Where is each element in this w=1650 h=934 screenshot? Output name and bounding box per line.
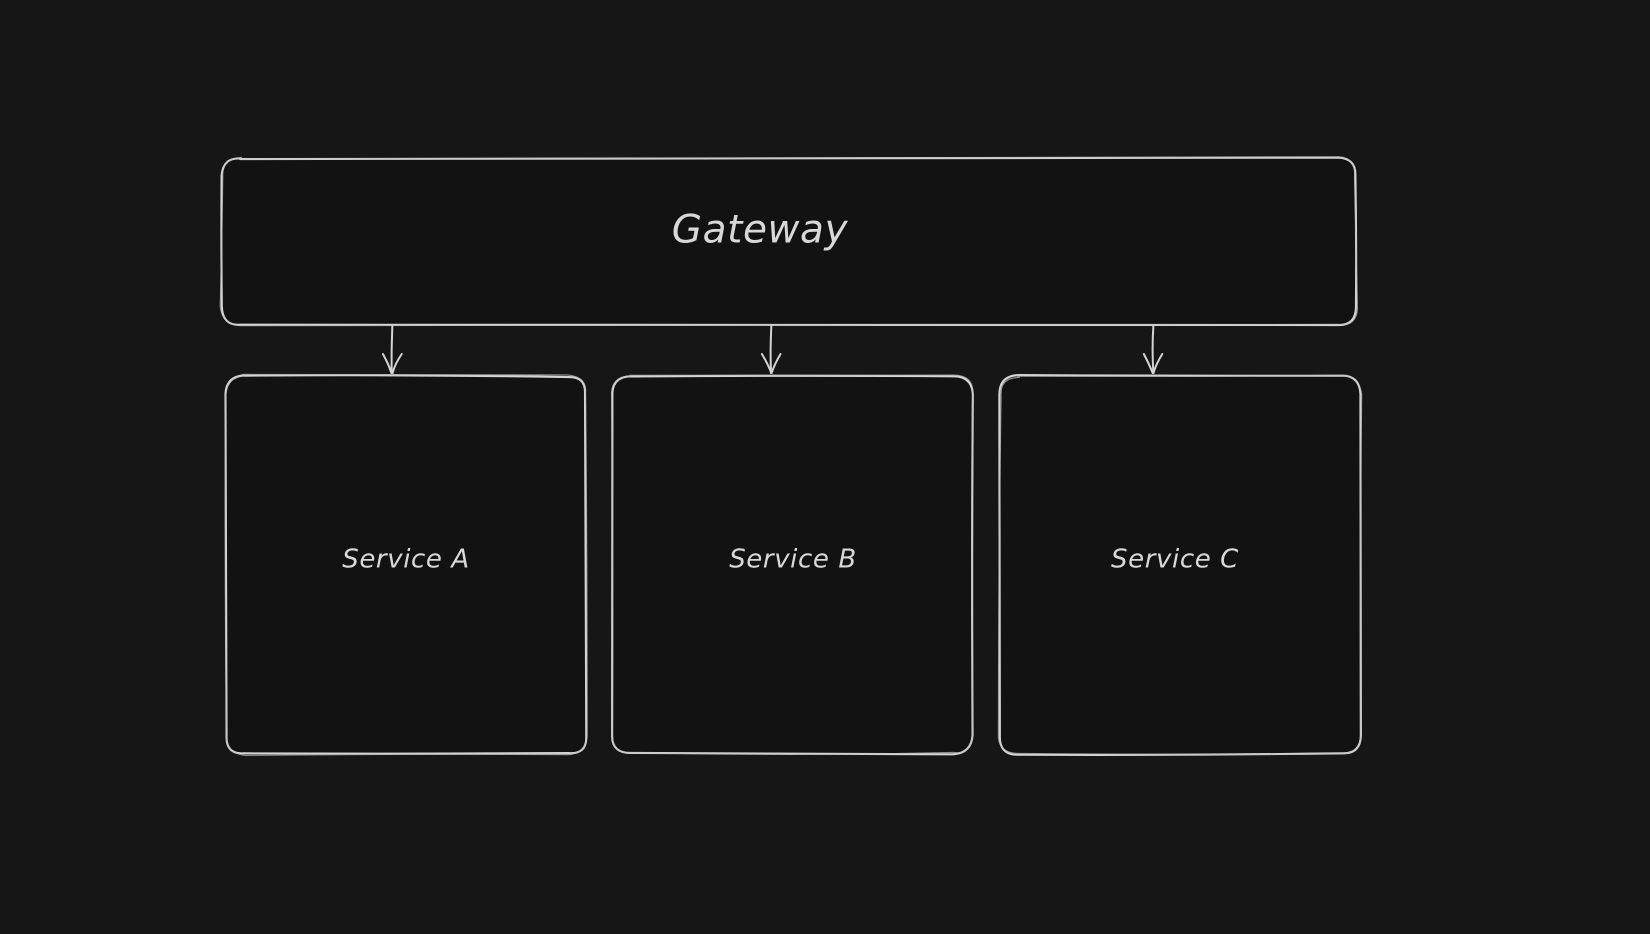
edges-layer <box>381 325 1164 374</box>
arrow-shaft <box>769 325 773 374</box>
node-label-service-a: Service A <box>342 545 470 575</box>
node-service-c[interactable] <box>997 373 1363 756</box>
arrow-shaft <box>1151 325 1155 374</box>
node-label-service-b: Service B <box>729 545 857 575</box>
node-label-service-c: Service C <box>1111 545 1239 575</box>
arrow-head-icon <box>760 353 782 374</box>
node-outline-secondary <box>997 374 1363 755</box>
node-service-a[interactable] <box>224 373 588 757</box>
edge-gateway-to-service-a[interactable] <box>381 325 403 374</box>
node-background <box>613 376 972 754</box>
node-outline-secondary <box>219 156 1359 327</box>
node-label-gateway: Gateway <box>672 208 849 253</box>
arrow-head-icon <box>381 353 403 374</box>
node-background <box>1000 376 1360 754</box>
node-background <box>226 376 586 754</box>
edge-gateway-to-service-b[interactable] <box>760 325 782 374</box>
edge-gateway-to-service-c[interactable] <box>1142 325 1164 374</box>
arrow-shaft <box>390 325 394 374</box>
node-gateway[interactable] <box>219 156 1359 327</box>
nodes-layer <box>219 156 1363 757</box>
node-outline-secondary <box>224 373 588 757</box>
node-outline-secondary <box>611 374 974 755</box>
arrow-head-icon <box>1142 353 1164 374</box>
node-background <box>222 158 1356 325</box>
node-service-b[interactable] <box>611 374 974 756</box>
